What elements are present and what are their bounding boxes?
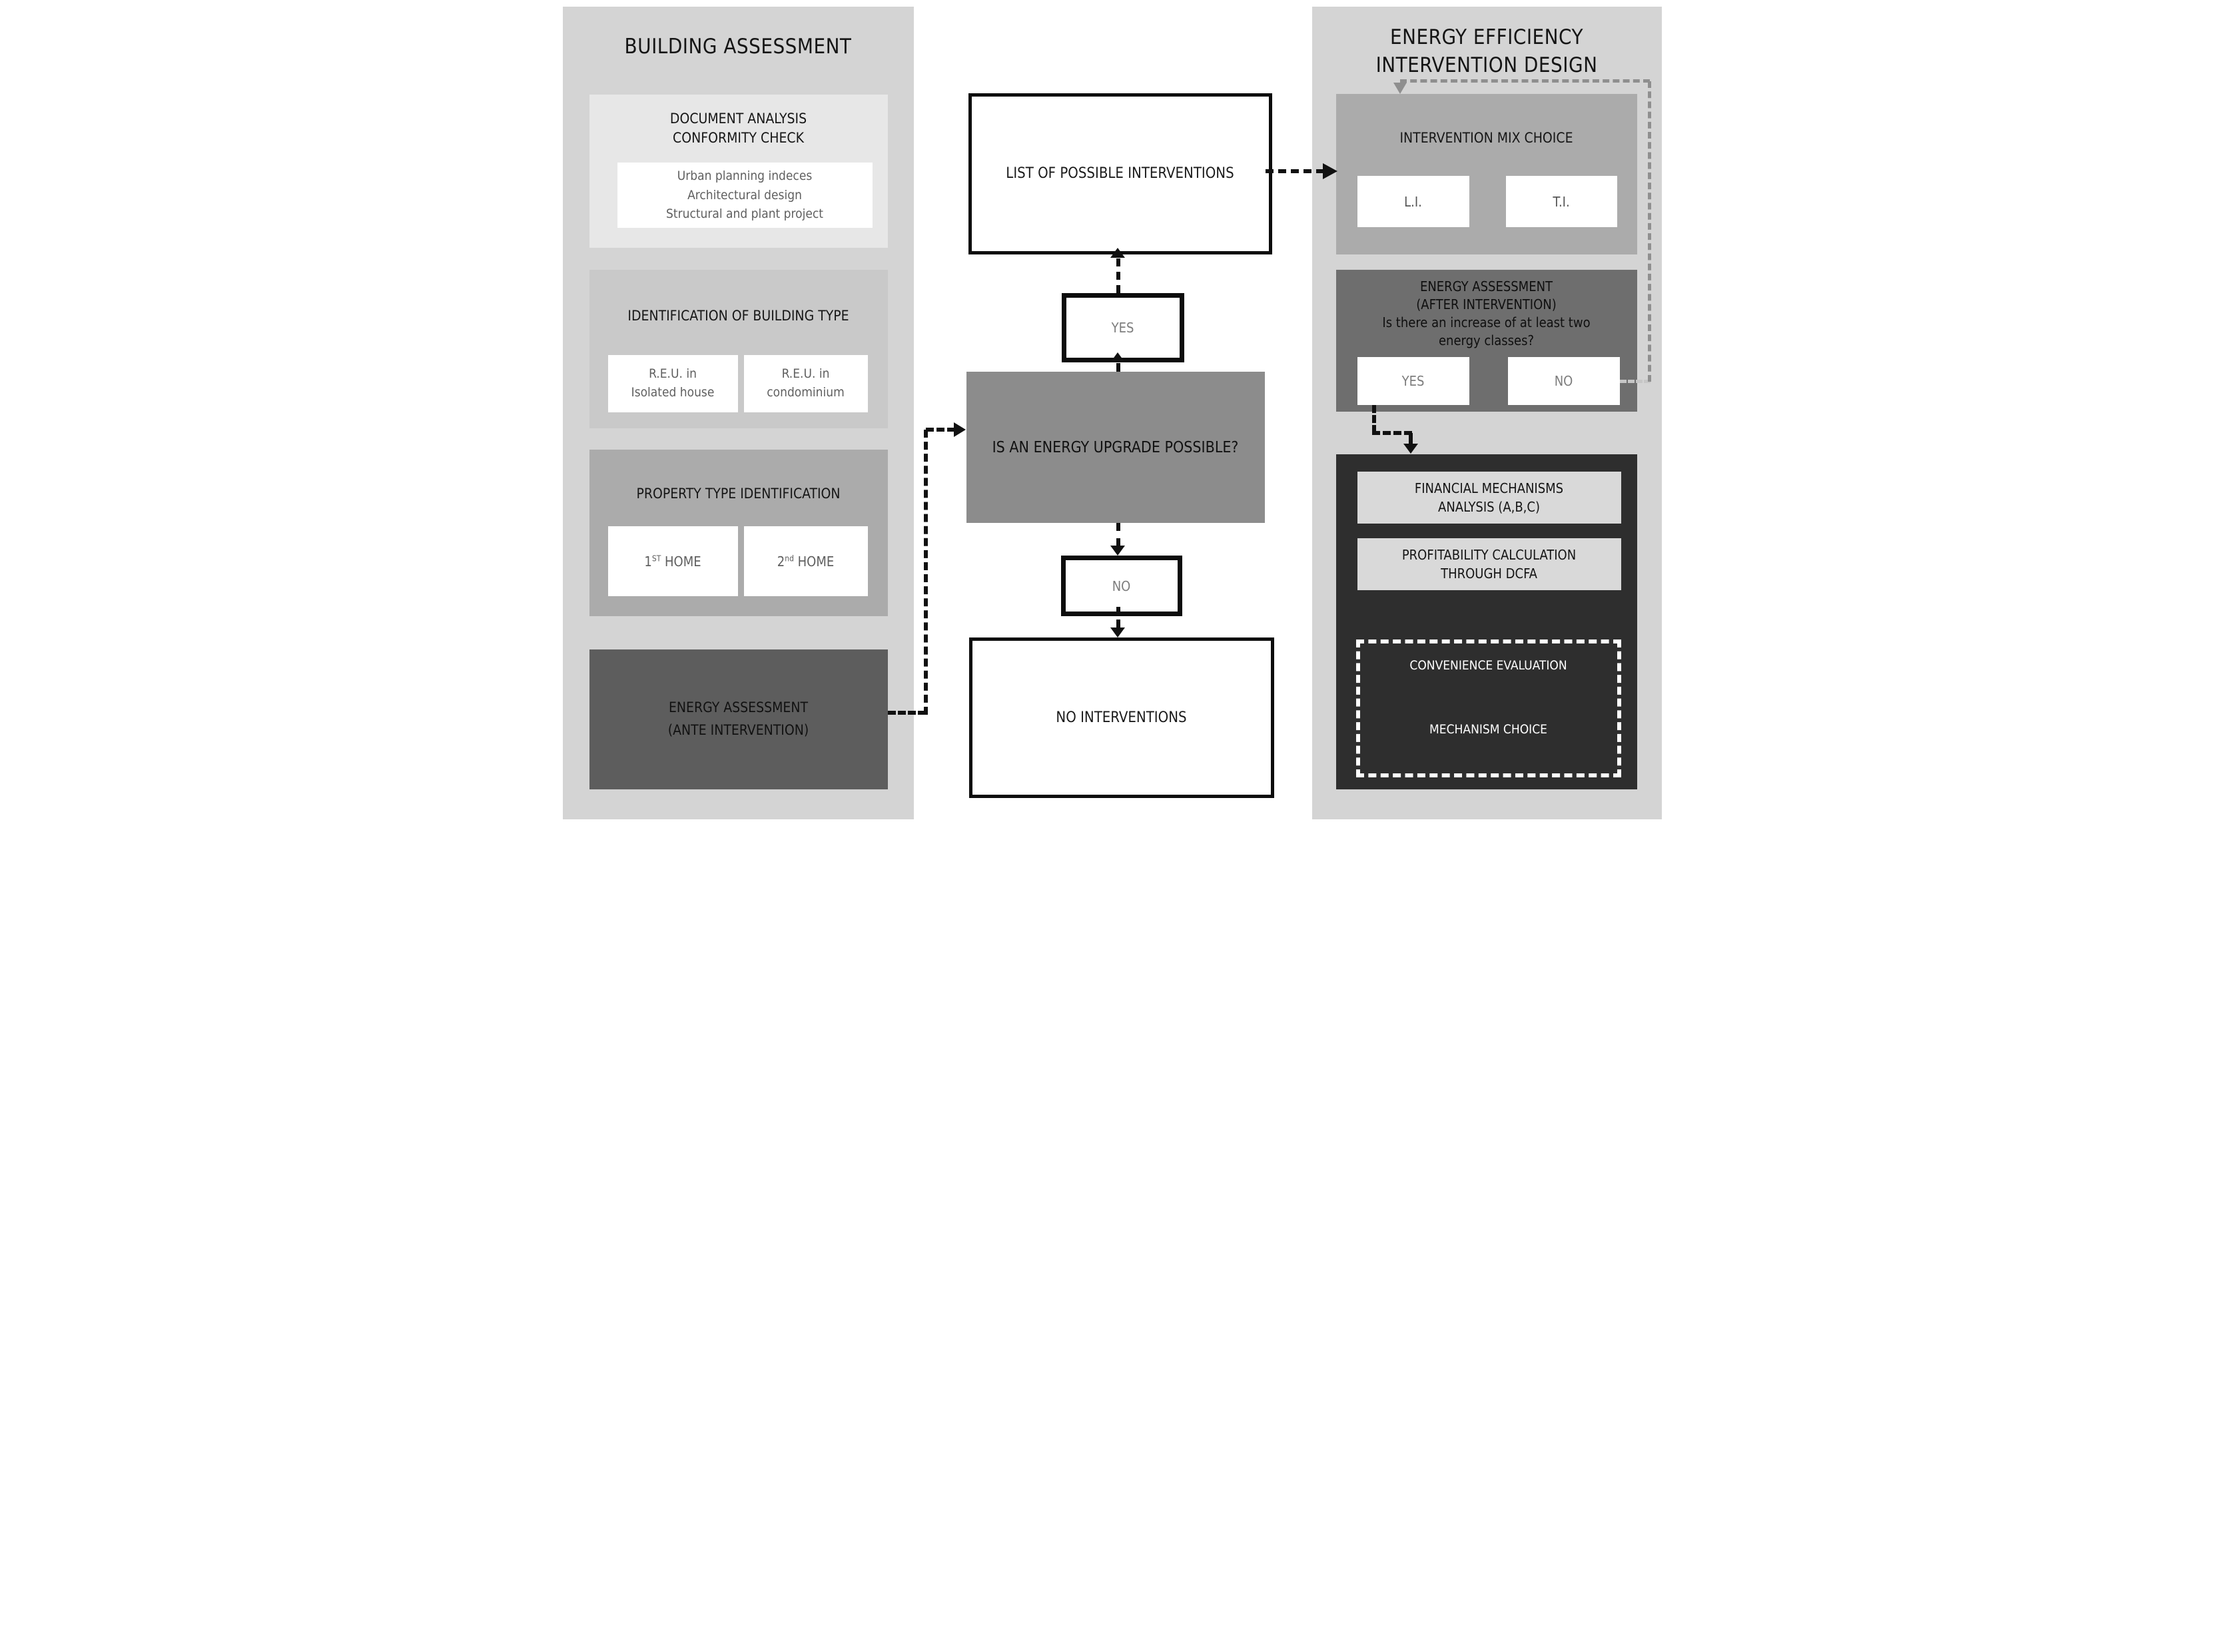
financial-mechanisms-line2: ANALYSIS (A,B,C) (1438, 499, 1540, 515)
mechanism-choice-label: MECHANISM CHOICE (1429, 722, 1547, 737)
option-ti-box: T.I. (1505, 176, 1617, 227)
after-no-label: NO (1554, 373, 1573, 389)
option-li-box: L.I. (1357, 176, 1469, 227)
energy-ante-section: ENERGY ASSESSMENT (ANTE INTERVENTION) (589, 649, 888, 789)
option-second-home: 2nd HOME (743, 526, 868, 596)
reu-isolated-line2: Isolated house (631, 385, 715, 400)
connector-ante-vertical-line (923, 430, 928, 715)
ti-label: T.I. (1553, 193, 1570, 210)
building-type-header: IDENTIFICATION OF BUILDING TYPE (627, 308, 849, 324)
connector-no-to-nointerventions-line (1116, 607, 1120, 627)
arrowhead-into-question-icon (953, 422, 966, 437)
option-reu-condominium: R.E.U. in condominium (743, 355, 868, 412)
list-of-possible-interventions-label: LIST OF POSSIBLE INTERVENTIONS (1006, 165, 1234, 182)
building-type-section: IDENTIFICATION OF BUILDING TYPE R.E.U. i… (589, 270, 888, 428)
building-assessment-title: BUILDING ASSESSMENT (624, 35, 852, 59)
option-first-home: 1ST HOME (607, 526, 738, 596)
profitability-line2: THROUGH DCFA (1441, 566, 1537, 582)
intervention-design-title-line2: INTERVENTION DESIGN (1375, 53, 1598, 77)
first-home-rest: HOME (665, 553, 701, 570)
list-of-possible-interventions-box: LIST OF POSSIBLE INTERVENTIONS (968, 93, 1272, 254)
energy-upgrade-question-label: IS AN ENERGY UPGRADE POSSIBLE? (992, 438, 1239, 456)
connector-question-to-no-line (1116, 523, 1120, 546)
document-item-urban-planning: Urban planning indeces (677, 169, 813, 184)
arrowhead-into-yes-icon (1110, 352, 1125, 362)
after-no-box: NO (1507, 357, 1620, 405)
arrowhead-into-list-icon (1110, 248, 1125, 258)
after-yes-label: YES (1401, 373, 1425, 389)
energy-after-header: ENERGY ASSESSMENT (AFTER INTERVENTION) I… (1336, 278, 1637, 350)
financial-section: FINANCIAL MECHANISMS ANALYSIS (A,B,C) PR… (1335, 454, 1637, 789)
flowchart-canvas: BUILDING ASSESSMENT DOCUMENT ANALYSIS CO… (556, 0, 1668, 826)
document-analysis-section: DOCUMENT ANALYSIS CONFORMITY CHECK Urban… (589, 95, 888, 248)
connector-question-to-yes-line (1116, 363, 1120, 372)
connector-afteryes-down-line (1371, 405, 1376, 433)
energy-ante-line2: (ANTE INTERVENTION) (667, 722, 809, 738)
document-item-structural-plant: Structural and plant project (666, 206, 823, 222)
reu-condominium-line1: R.E.U. in (781, 366, 830, 382)
second-home-sup: nd (785, 553, 794, 563)
financial-mechanisms-box: FINANCIAL MECHANISMS ANALYSIS (A,B,C) (1357, 472, 1621, 524)
profitability-line1: PROFITABILITY CALCULATION (1401, 547, 1577, 563)
arrowhead-list-to-mix-icon (1322, 163, 1337, 179)
reu-isolated-line1: R.E.U. in (649, 366, 697, 382)
energy-ante-line1: ENERGY ASSESSMENT (668, 699, 808, 716)
no-label: NO (1112, 578, 1131, 594)
second-home-label: 2nd HOME (777, 554, 834, 570)
energy-after-line1: ENERGY ASSESSMENT (1419, 278, 1553, 294)
document-analysis-items-box: Urban planning indeces Architectural des… (617, 163, 873, 228)
arrowhead-into-nointerventions-icon (1110, 627, 1125, 637)
property-type-header: PROPERTY TYPE IDENTIFICATION (636, 486, 841, 502)
energy-after-question-line1: Is there an increase of at least two (1382, 314, 1591, 330)
feedback-top-line (1399, 79, 1650, 83)
profitability-box: PROFITABILITY CALCULATION THROUGH DCFA (1357, 538, 1621, 590)
arrowhead-feedback-into-mix-icon (1393, 83, 1407, 94)
intervention-design-title-line1: ENERGY EFFICIENCY (1390, 25, 1583, 49)
document-item-architectural-design: Architectural design (687, 187, 802, 203)
connector-ante-horizontal-line (887, 711, 926, 715)
energy-after-section: ENERGY ASSESSMENT (AFTER INTERVENTION) I… (1335, 270, 1637, 412)
yes-label: YES (1111, 320, 1134, 336)
connector-list-to-mix-line (1265, 169, 1324, 173)
connector-afteryes-right-line (1371, 431, 1412, 435)
connector-yes-to-list-line (1116, 258, 1120, 293)
feedback-no-horizontal-line (1619, 380, 1651, 383)
no-box: NO (1060, 556, 1182, 616)
no-interventions-box: NO INTERVENTIONS (968, 637, 1274, 798)
document-analysis-header-line2: CONFORMITY CHECK (673, 130, 804, 147)
intervention-mix-choice-header: INTERVENTION MIX CHOICE (1399, 130, 1573, 146)
connector-ante-to-question-line (925, 428, 955, 432)
financial-mechanisms-line1: FINANCIAL MECHANISMS (1414, 480, 1564, 496)
energy-after-question-line2: energy classes? (1438, 332, 1535, 348)
intervention-mix-choice-section: INTERVENTION MIX CHOICE L.I. T.I. (1335, 94, 1637, 254)
no-interventions-label: NO INTERVENTIONS (1056, 709, 1187, 726)
energy-upgrade-question-box: IS AN ENERGY UPGRADE POSSIBLE? (966, 372, 1265, 523)
intervention-design-title: ENERGY EFFICIENCY INTERVENTION DESIGN (1312, 24, 1662, 80)
li-label: L.I. (1404, 193, 1422, 210)
option-reu-isolated-house: R.E.U. in Isolated house (607, 355, 738, 412)
first-home-label: 1ST HOME (644, 554, 701, 570)
first-home-num: 1 (644, 553, 652, 570)
arrowhead-into-no-icon (1110, 546, 1125, 556)
arrowhead-into-financial-icon (1403, 444, 1418, 454)
connector-afteryes-drop-line (1408, 433, 1413, 445)
feedback-vertical-line (1647, 81, 1651, 382)
building-assessment-panel: BUILDING ASSESSMENT DOCUMENT ANALYSIS CO… (562, 7, 914, 819)
reu-condominium-line2: condominium (767, 385, 845, 400)
convenience-evaluation-label: CONVENIENCE EVALUATION (1409, 658, 1567, 673)
document-analysis-header-line1: DOCUMENT ANALYSIS (669, 111, 807, 127)
property-type-section: PROPERTY TYPE IDENTIFICATION 1ST HOME 2n… (589, 450, 888, 616)
convenience-evaluation-box: CONVENIENCE EVALUATION MECHANISM CHOICE (1355, 639, 1621, 777)
first-home-sup: ST (651, 553, 661, 563)
after-yes-box: YES (1357, 357, 1469, 405)
energy-after-line2: (AFTER INTERVENTION) (1416, 296, 1557, 312)
intervention-design-panel: ENERGY EFFICIENCY INTERVENTION DESIGN IN… (1311, 7, 1662, 819)
second-home-rest: HOME (797, 553, 835, 570)
second-home-num: 2 (777, 553, 785, 570)
document-analysis-header: DOCUMENT ANALYSIS CONFORMITY CHECK (589, 109, 888, 149)
